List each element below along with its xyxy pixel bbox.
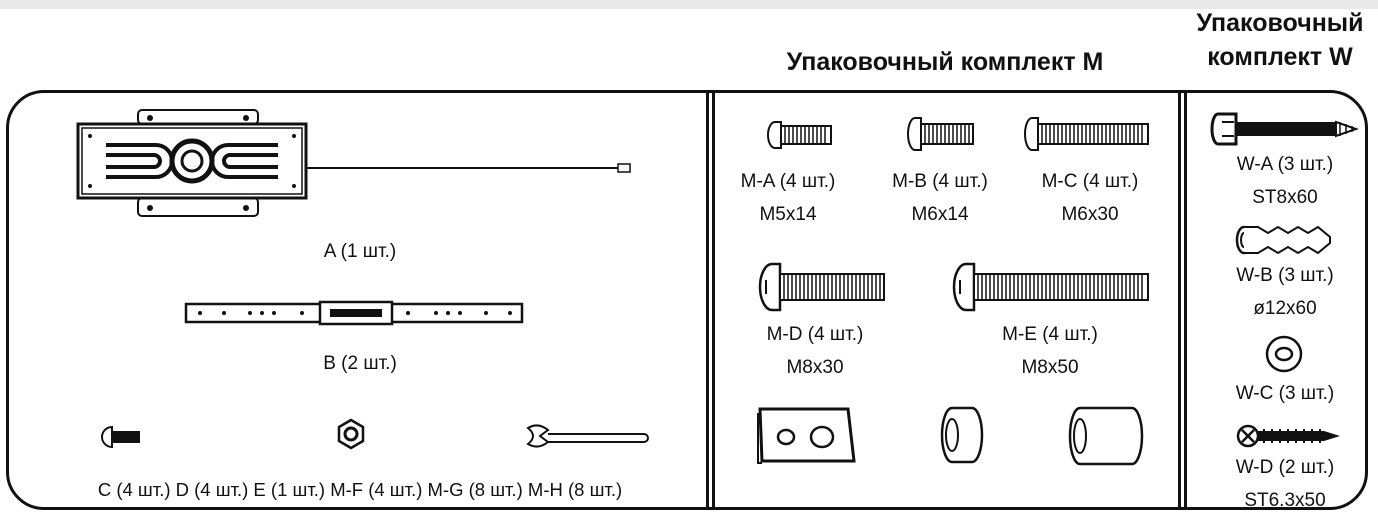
w-a-size-label: ST8x60 — [1252, 187, 1318, 208]
m-a-qty-label: M-A (4 шт.) — [740, 171, 836, 192]
m-d-size-label: M8x30 — [786, 357, 844, 378]
top-bar — [0, 0, 1378, 9]
m-e-qty-label: M-E (4 шт.) — [1002, 324, 1098, 345]
m-c-qty-label: M-C (4 шт.) — [1041, 171, 1139, 192]
spacer-short-icon — [940, 406, 984, 464]
m-c-size-label: M6x30 — [1061, 204, 1119, 225]
w-d-size-label: ST6.3x50 — [1244, 490, 1326, 511]
divider-right-inner — [1184, 92, 1187, 508]
screw-m-d-icon — [758, 262, 885, 312]
part-c-bolt-icon — [101, 425, 140, 449]
bottom-parts-label: C (4 шт.) D (4 шт.) E (1 шт.) M-F (4 шт.… — [97, 479, 623, 500]
part-b-label: B (2 шт.) — [323, 353, 397, 374]
parts-frame — [6, 90, 1368, 510]
screw-m-c-icon — [1024, 117, 1149, 151]
w-b-size-label: ø12x60 — [1253, 298, 1317, 319]
part-a-label: A (1 шт.) — [323, 241, 397, 262]
screw-m-a-icon — [767, 121, 832, 149]
screw-m-e-icon — [952, 262, 1149, 312]
divider-left-inner — [712, 92, 715, 508]
m-b-qty-label: M-B (4 шт.) — [892, 171, 988, 192]
part-b-rail-icon — [184, 300, 524, 326]
spacer-long-icon — [1068, 406, 1144, 466]
w-d-qty-label: W-D (2 шт.) — [1235, 457, 1335, 478]
kit-w-header: Упаковочный комплект W — [1185, 6, 1375, 74]
m-d-qty-label: M-D (4 шт.) — [766, 324, 864, 345]
spacer-plate-icon — [757, 407, 856, 464]
w-b-qty-label: W-B (3 шт.) — [1236, 265, 1334, 286]
kit-w-header-line2: комплект W — [1207, 43, 1353, 71]
m-b-size-label: M6x14 — [911, 204, 969, 225]
divider-right — [1178, 92, 1181, 508]
w-a-qty-label: W-A (3 шт.) — [1236, 154, 1334, 175]
w-c-qty-label: W-C (3 шт.) — [1235, 383, 1335, 404]
kit-m-header: Упаковочный комплект M — [786, 48, 1104, 76]
kit-w-header-line1: Упаковочный — [1196, 9, 1364, 37]
washer-w-c-icon — [1265, 335, 1303, 373]
screw-w-a-icon — [1210, 112, 1360, 146]
anchor-w-b-icon — [1235, 225, 1331, 255]
m-e-size-label: M8x50 — [1021, 357, 1079, 378]
divider-left — [706, 92, 709, 508]
screw-m-b-icon — [907, 117, 974, 151]
screw-w-d-icon — [1236, 424, 1340, 448]
part-a-wall-plate-icon — [76, 109, 631, 217]
part-wrench-icon — [526, 424, 649, 448]
m-a-size-label: M5x14 — [759, 204, 817, 225]
part-e-nut-icon — [337, 418, 365, 450]
